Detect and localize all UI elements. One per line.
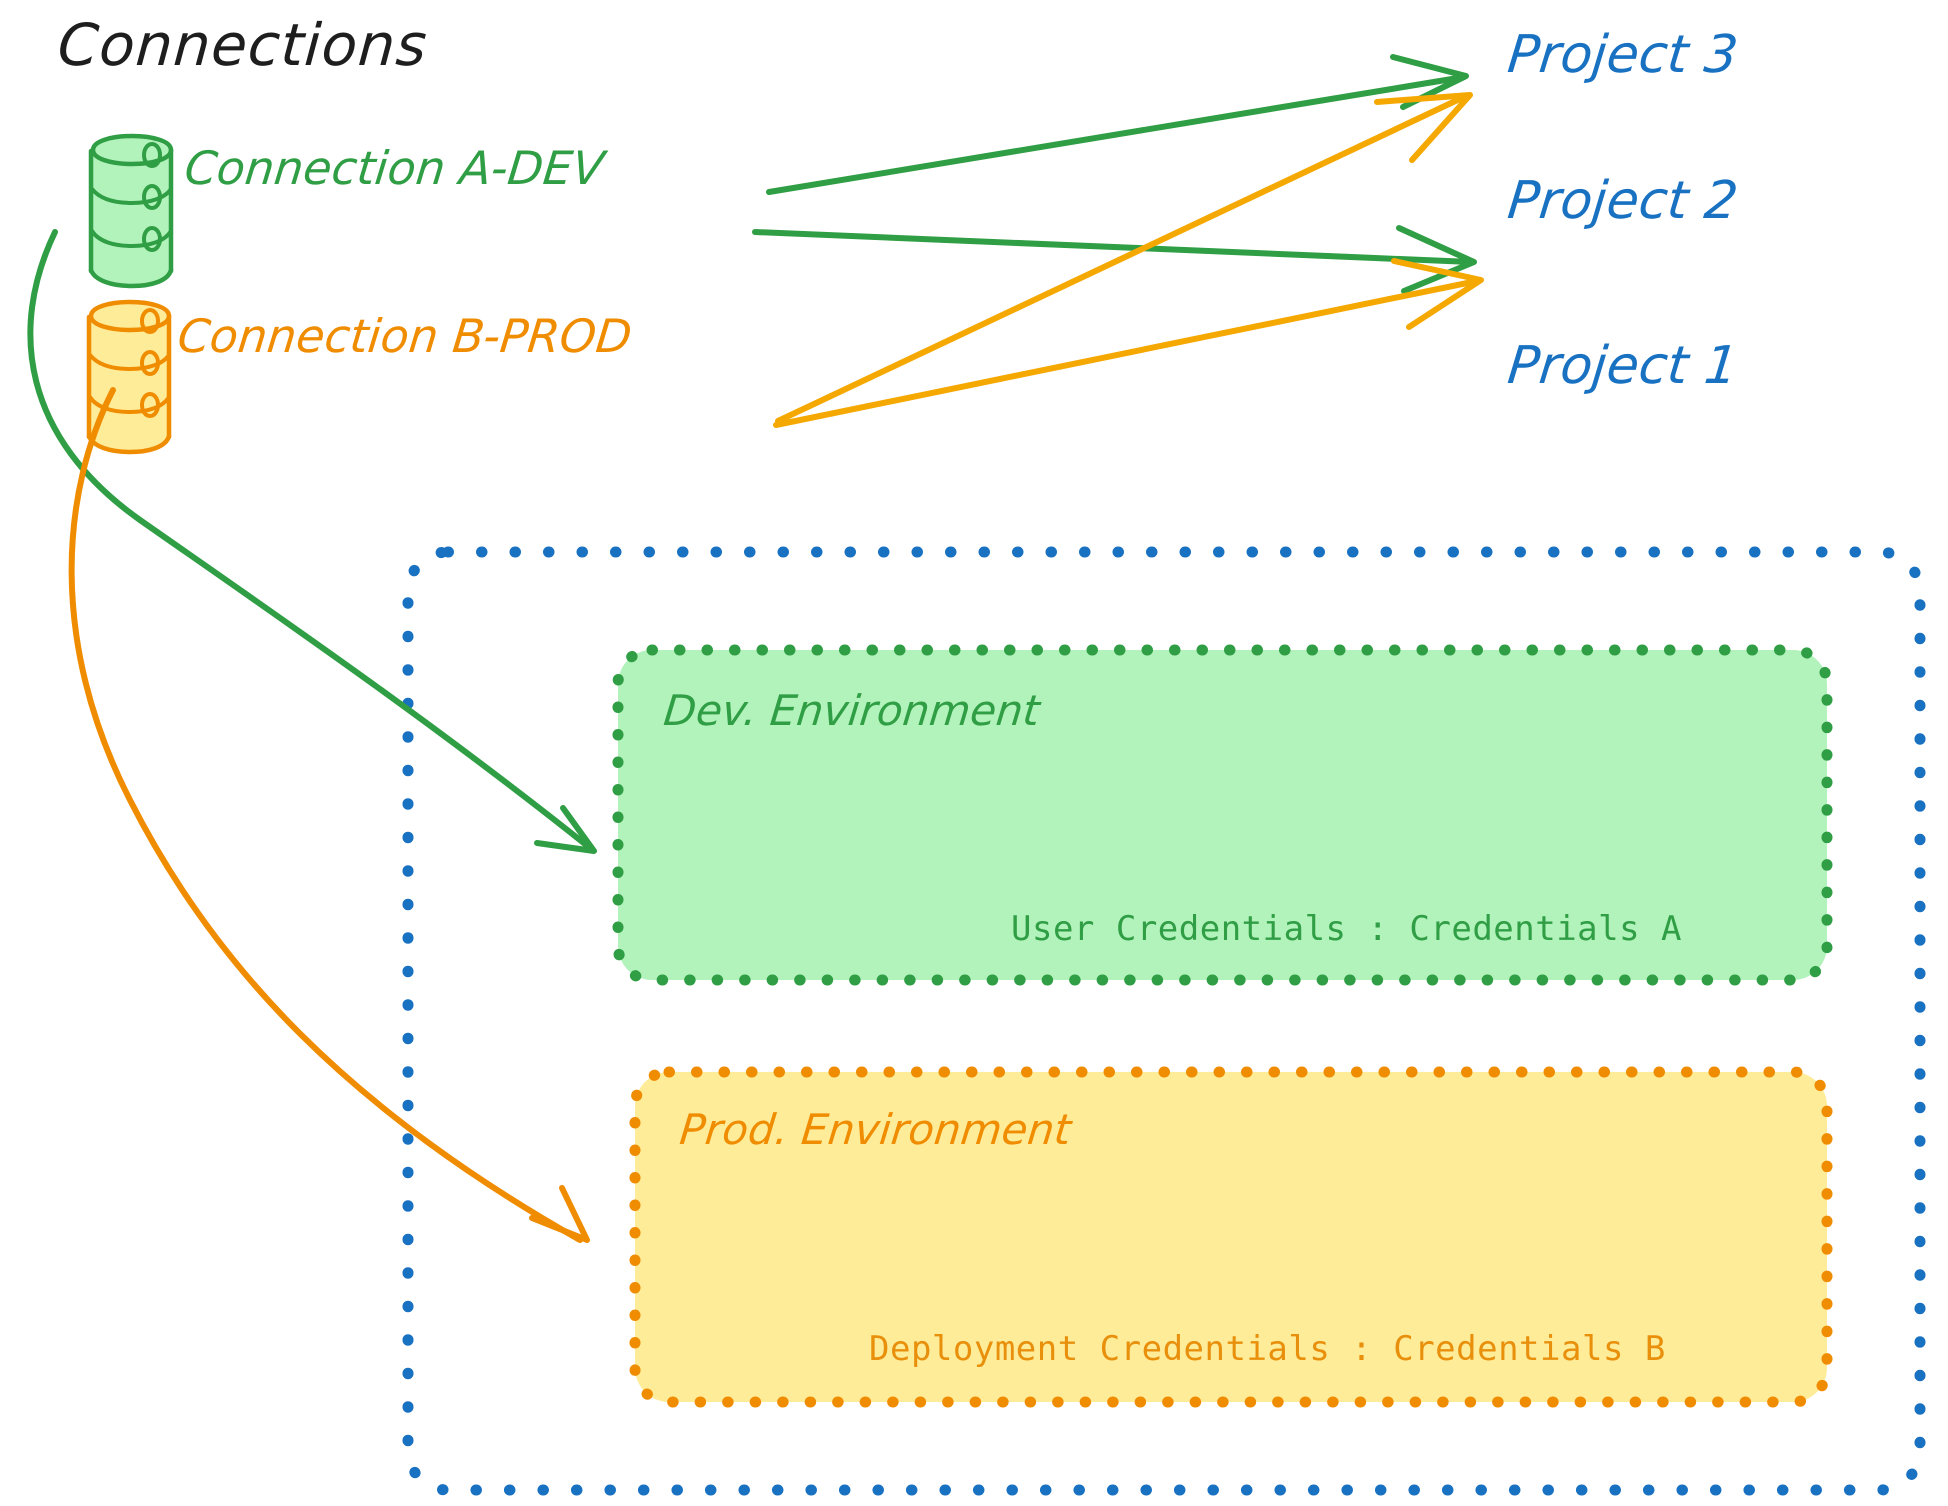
dev-environment-title: Dev. Environment — [661, 686, 1043, 735]
arrow-conn-a-to-dev-environment — [27, 229, 597, 854]
arrow-conn-b-to-prod-environment — [68, 387, 590, 1243]
arrow-conn-b-to-project-2 — [773, 258, 1484, 428]
arrow-conn-a-to-project-2 — [752, 225, 1477, 294]
database-cylinder-icon-a — [88, 133, 174, 289]
database-cylinder-icon-b — [86, 299, 172, 455]
dev-environment-box — [612, 644, 1833, 986]
project-2-label: Project 2 — [1504, 171, 1741, 231]
prod-environment-title: Prod. Environment — [677, 1105, 1074, 1154]
project-1-label: Project 1 — [1504, 336, 1741, 396]
arrow-conn-a-to-project-3 — [766, 54, 1469, 195]
connection-b-label: Connection B-PROD — [175, 309, 635, 363]
page-title: Connections — [55, 11, 430, 79]
connection-a-label: Connection A-DEV — [182, 141, 607, 195]
prod-environment-box — [629, 1066, 1833, 1408]
project-3-label: Project 3 — [1504, 25, 1741, 85]
dev-environment-credentials: User Credentials : Credentials A — [1011, 909, 1683, 949]
prod-environment-credentials: Deployment Credentials : Credentials B — [869, 1329, 1666, 1369]
arrow-conn-b-to-project-3 — [775, 92, 1473, 424]
